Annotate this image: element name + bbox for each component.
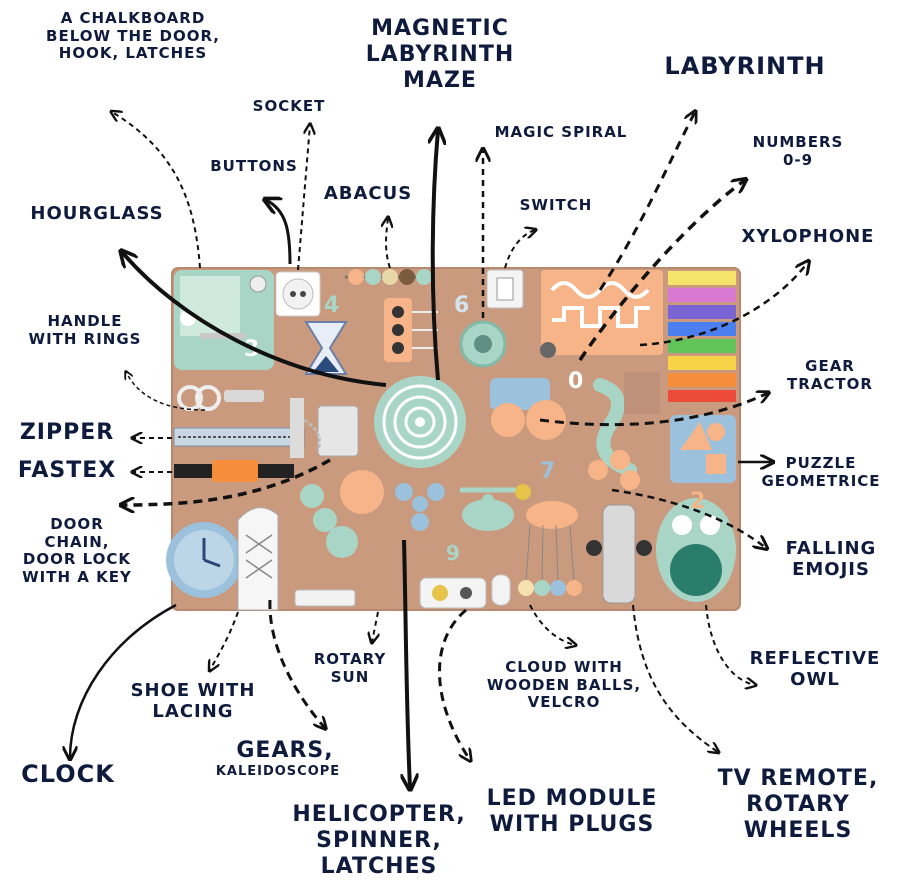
helicopter-module: [460, 487, 516, 531]
label-switch: SWITCH: [519, 196, 593, 214]
label-led-module: LED MODULE WITH PLUGS: [486, 786, 658, 837]
arrow-reflective-owl: [705, 604, 755, 685]
arrow-rotary-sun: [372, 611, 378, 642]
label-gear-tractor: GEAR TRACTOR: [787, 357, 873, 393]
gears-module: [300, 484, 358, 558]
arrow-xylophone: [639, 262, 808, 347]
hourglass-module: [304, 321, 348, 375]
xylophone-module: [668, 271, 736, 402]
reflective-owl: [656, 498, 736, 602]
arrow-falling-emojis: [611, 488, 766, 548]
label-clock: CLOCK: [21, 760, 115, 788]
board-number-0: 0: [568, 369, 583, 394]
label-chalkboard: A CHALKBOARD BELOW THE DOOR, HOOK, LATCH…: [46, 9, 220, 63]
arrow-hourglass: [122, 252, 387, 387]
abacus-module: [345, 269, 432, 285]
tv-remote: [586, 504, 652, 604]
label-xylophone: XYLOPHONE: [741, 226, 875, 247]
label-puzzle-geometrice: PUZZLE GEOMETRICE: [761, 454, 881, 490]
arrow-abacus: [386, 218, 390, 269]
arrow-led: [438, 608, 470, 760]
label-kaleidoscope: KALEIDOSCOPE: [215, 764, 341, 779]
spinner-module: [395, 483, 445, 531]
label-zipper: ZIPPER: [19, 420, 115, 445]
label-tv-remote: TV REMOTE, ROTARY WHEELS: [717, 766, 879, 843]
magnetic-labyrinth-maze: [374, 376, 466, 468]
label-numbers: NUMBERS 0-9: [752, 133, 844, 169]
label-reflective-owl: REFLECTIVE OWL: [749, 648, 881, 691]
label-buttons: BUTTONS: [210, 157, 298, 175]
label-socket: SOCKET: [252, 97, 326, 115]
busy-board: 4 6 3 0 7 2 9: [166, 267, 741, 611]
board-number-9: 9: [446, 541, 460, 565]
arrow-magnetic-maze: [433, 130, 438, 381]
shoe-with-lacing: [237, 507, 279, 611]
label-door-chain: DOOR CHAIN, DOOR LOCK WITH A KEY: [22, 515, 132, 587]
cloud-with-wooden-balls: [518, 501, 582, 596]
label-hourglass: HOURGLASS: [30, 203, 164, 224]
arrow-clock: [70, 603, 177, 758]
arrow-gear-tractor: [539, 393, 768, 427]
arrow-gears: [268, 599, 325, 728]
label-cloud: CLOUD WITH WOODEN BALLS, VELCRO: [486, 658, 642, 712]
arrow-door-chain: [122, 458, 331, 505]
door-lock-module: [290, 398, 359, 458]
arrow-handle: [126, 372, 206, 411]
label-magic-spiral: MAGIC SPIRAL: [494, 123, 628, 141]
arrow-buttons: [266, 200, 292, 265]
arrow-tv-remote: [632, 604, 718, 752]
arrow-cloud: [529, 604, 575, 645]
arrows: [70, 112, 808, 788]
arrow-switch: [504, 230, 535, 269]
socket-module: [275, 271, 321, 317]
label-abacus: ABACUS: [323, 183, 413, 204]
led-module: [419, 574, 511, 609]
bell: [515, 484, 531, 500]
board-number-7: 7: [540, 459, 555, 484]
clock-module: [166, 522, 242, 598]
board-number-6: 6: [454, 293, 469, 318]
arrow-labyrinth: [598, 112, 695, 291]
label-labyrinth: LABYRINTH: [664, 52, 826, 80]
arrow-helicopter: [404, 539, 410, 788]
label-rotary-sun: ROTARY SUN: [313, 650, 387, 686]
arrow-socket: [297, 125, 310, 271]
arrow-chalkboard: [112, 112, 201, 269]
arrow-numbers: [578, 180, 745, 361]
label-gears: GEARS,: [236, 738, 334, 763]
board-number-2: 2: [690, 489, 705, 514]
arrow-shoe: [210, 611, 239, 670]
puzzle-geometrice: [670, 415, 736, 483]
falling-emojis-module: [588, 372, 660, 490]
label-handle-with-rings: HANDLE WITH RINGS: [28, 312, 142, 348]
label-magnetic-labyrinth-maze: MAGNETIC LABYRINTH MAZE: [365, 16, 515, 93]
label-shoe-with-lacing: SHOE WITH LACING: [130, 680, 256, 723]
board-number-4: 4: [324, 293, 339, 318]
label-helicopter: HELICOPTER, SPINNER, LATCHES: [292, 802, 466, 879]
label-fastex: FASTEX: [17, 458, 117, 483]
label-falling-emojis: FALLING EMOJIS: [785, 538, 877, 581]
rotary-sun: [340, 470, 384, 514]
